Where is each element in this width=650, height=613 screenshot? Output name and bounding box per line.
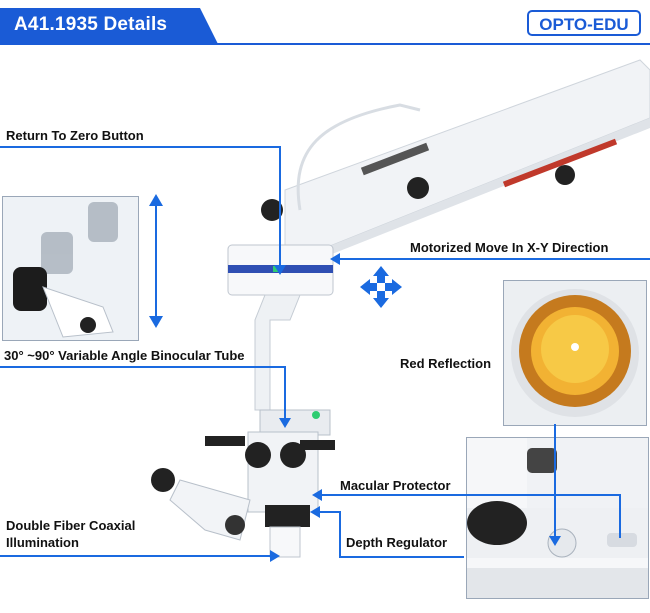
double-fiber-line: [0, 555, 272, 557]
motorized-arrowhead-icon: [330, 253, 340, 265]
up-arrow-icon: [149, 194, 163, 206]
header-divider: [0, 43, 650, 45]
page-title: A41.1935 Details: [14, 14, 168, 35]
label-double-fiber-1: Double Fiber Coaxial: [6, 518, 136, 533]
label-depth-regulator: Depth Regulator: [346, 535, 448, 550]
macular-line-h: [320, 494, 620, 496]
label-double-fiber-2: Illumination: [6, 535, 79, 550]
depth-line-h: [318, 511, 341, 513]
return-to-zero-line-v: [279, 146, 281, 268]
binocular-arrowhead-icon: [279, 418, 291, 428]
red-reflection-inset: [503, 280, 647, 426]
motorized-line: [338, 258, 650, 260]
macular-arrowhead-icon: [312, 489, 322, 501]
binocular-line-h: [0, 366, 285, 368]
return-to-zero-arrowhead-icon: [274, 265, 286, 275]
red-reflection-line: [554, 424, 556, 539]
red-reflection-arrowhead-icon: [549, 536, 561, 546]
label-red-reflection: Red Reflection: [400, 356, 492, 371]
macular-line-v: [619, 494, 621, 538]
macular-protector-inset: [466, 437, 649, 599]
depth-line-v: [339, 511, 341, 558]
label-macular-protector: Macular Protector: [340, 478, 451, 493]
brand-logo: OPTO-EDU: [527, 10, 641, 36]
label-return-to-zero: Return To Zero Button: [6, 128, 144, 143]
angle-indicator-line: [155, 200, 157, 320]
label-motorized-move: Motorized Move In X-Y Direction: [410, 240, 609, 255]
depth-arrowhead-icon: [310, 506, 320, 518]
binocular-line-v: [284, 366, 286, 422]
binocular-tube-inset: [2, 196, 139, 341]
depth-line-bottom: [339, 556, 464, 558]
double-fiber-arrowhead-icon: [270, 550, 280, 562]
return-to-zero-line-h: [0, 146, 281, 148]
label-angle-binocular: 30° ~90° Variable Angle Binocular Tube: [4, 348, 245, 363]
move-arrows-icon: [360, 266, 402, 308]
header-tab: [0, 8, 218, 44]
down-arrow-icon: [149, 316, 163, 328]
